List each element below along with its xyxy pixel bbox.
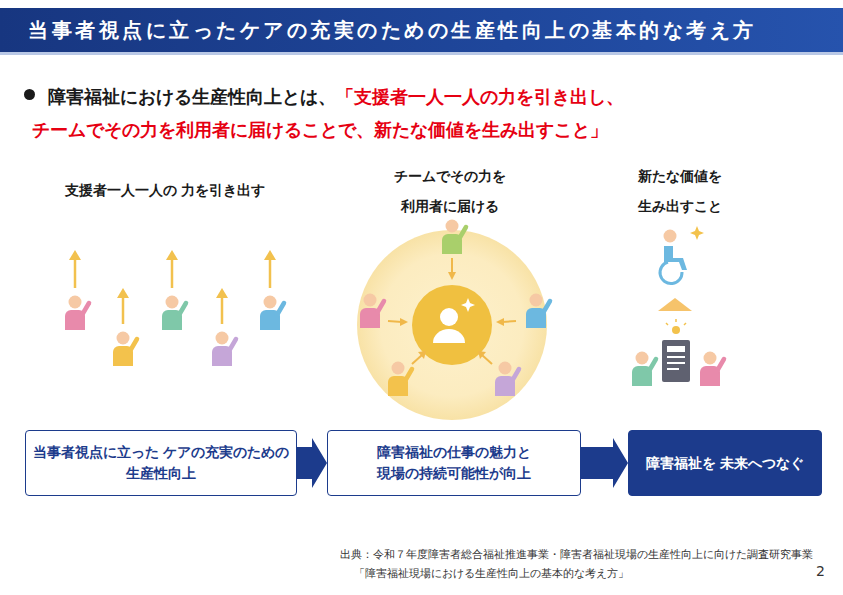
- result-box: 障害福祉を 未来へつなぐ: [628, 430, 822, 496]
- team-with-tablet: [632, 319, 724, 386]
- box-text-group: 当事者視点に立った ケアの充実のための 生産性向上: [26, 442, 296, 484]
- wheelchair-user: [660, 226, 704, 284]
- box-text-group: 障害福祉の仕事の魅力と 現場の持続可能性が向上: [328, 442, 580, 484]
- lead-text: 障害福祉における生産性向上とは、: [48, 86, 336, 107]
- process-box: 障害福祉の仕事の魅力と 現場の持続可能性が向上: [327, 430, 581, 496]
- supporter-figures: [65, 296, 284, 367]
- lead-statement: 障害福祉における生産性向上とは、「支援者一人一人の力を引き出し、チームでその力を…: [32, 80, 632, 146]
- box-text: 障害福祉を 未来へつなぐ: [646, 453, 805, 474]
- team-circle: [357, 230, 547, 420]
- team-figures: [360, 220, 550, 397]
- page-number: 2: [816, 563, 825, 579]
- column-heading: 支援者一人一人の 力を引き出す: [35, 175, 295, 205]
- box-text-group: 障害福祉を 未来へつなぐ: [646, 453, 805, 474]
- column-heading: チームでその力を 利用者に届ける: [385, 161, 515, 221]
- page-title: 当事者視点に立ったケアの充実のための生産性向上の基本的な考え方: [28, 8, 757, 52]
- box-text: 当事者視点に立った ケアの充実のための 生産性向上: [26, 442, 296, 484]
- process-box: 当事者視点に立った ケアの充実のための 生産性向上: [25, 430, 297, 496]
- column-heading: 新たな価値を 生み出すこと: [630, 161, 730, 221]
- flow-arrow: [297, 438, 327, 488]
- source-caption: 出典：令和７年度障害者総合福祉推進事業・障害者福祉現場の生産性向上に向けた調査研…: [340, 545, 843, 583]
- team-arrows: [388, 258, 516, 364]
- box-text: 障害福祉の仕事の魅力と 現場の持続可能性が向上: [328, 442, 580, 484]
- flow-arrow: [581, 438, 628, 488]
- up-triangle: [658, 298, 692, 311]
- title-underline: [0, 52, 843, 55]
- bullet-dot: [24, 89, 35, 100]
